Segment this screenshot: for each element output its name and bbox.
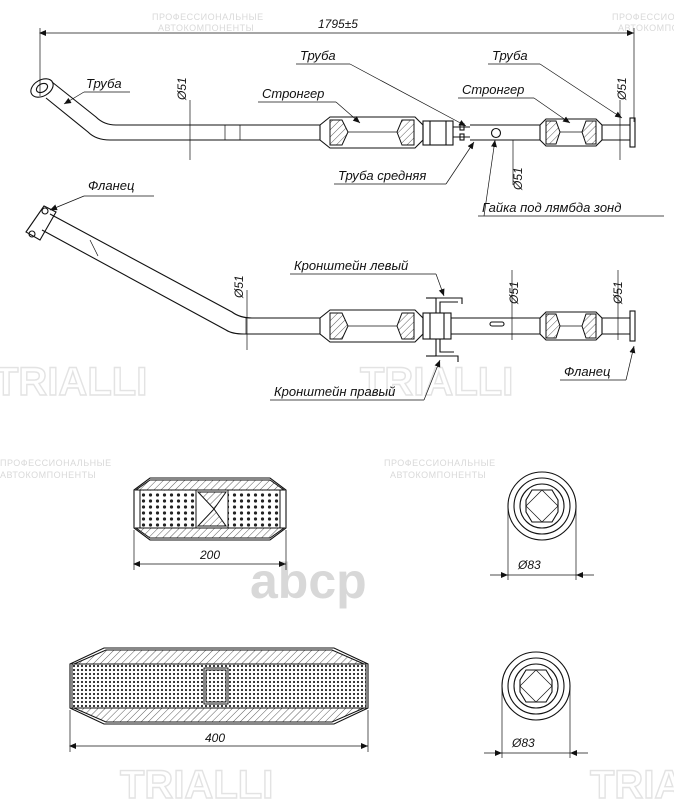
watermark-logo: abcp (250, 553, 367, 609)
top-view: 1795±5 (30, 17, 664, 217)
watermark-brand: TRIALLI (590, 763, 674, 800)
diameter-dimension: Ø51 (611, 281, 625, 305)
outlet-pipe (602, 117, 636, 148)
stronger-left (319, 116, 424, 149)
label-middle-pipe: Труба средняя (338, 168, 426, 183)
label-pipe-right: Труба (492, 48, 528, 63)
watermark-text: ПРОФЕССИОНАЛЬНЫЕ (612, 12, 674, 22)
watermark-brand: TRIALLI (0, 360, 147, 404)
watermark-text: АВТОКОМПОНЕНТЫ (0, 470, 96, 480)
diameter-dimension: Ø83 (511, 736, 535, 750)
inlet-flange (25, 205, 57, 241)
detail-stronger-200: 200 Ø83 (133, 471, 594, 580)
label-lambda-nut: Гайка под лямбда зонд (482, 200, 621, 215)
mid-joint (422, 120, 470, 146)
label-bracket-left: Кронштейн левый (294, 258, 408, 273)
middle-pipe (470, 124, 540, 141)
brackets (422, 297, 463, 362)
watermark-text: ПРОФЕССИОНАЛЬНЫЕ (0, 458, 112, 468)
stronger-right (539, 118, 603, 147)
overall-length-dimension: 1795±5 (318, 17, 358, 31)
diameter-dimension: Ø51 (615, 77, 629, 101)
length-dimension: 400 (205, 731, 225, 745)
watermark-group: ПРОФЕССИОНАЛЬНЫЕ АВТОКОМПОНЕНТЫ ПРОФЕССИ… (0, 12, 674, 800)
watermark-text: АВТОКОМПОНЕНТЫ (390, 470, 486, 480)
watermark-brand: TRIALLI (120, 763, 273, 800)
diameter-dimension: Ø51 (175, 77, 189, 101)
watermark-text: ПРОФЕССИОНАЛЬНЫЕ (152, 12, 264, 22)
label-pipe-left: Труба (86, 76, 122, 91)
inlet-pipe (30, 78, 320, 141)
label-flange-right: Фланец (564, 364, 610, 379)
watermark-text: АВТОКОМПОНЕНТЫ (158, 23, 254, 33)
length-dimension: 200 (199, 548, 220, 562)
diameter-dimension: Ø83 (517, 558, 541, 572)
label-bracket-right: Кронштейн правый (274, 384, 395, 399)
diameter-dimension: Ø51 (507, 281, 521, 305)
diameter-dimension: Ø51 (232, 275, 246, 299)
watermark-text: ПРОФЕССИОНАЛЬНЫЕ (384, 458, 496, 468)
label-stronger-left: Стронгер (262, 86, 324, 101)
watermark-text: АВТОКОМПОНЕНТЫ (618, 23, 674, 33)
side-view: Ø51 Ø51 Ø51 Фланец Кронштейн левый Кронш… (25, 178, 636, 401)
label-pipe-mid: Труба (300, 48, 336, 63)
label-stronger-right: Стронгер (462, 82, 524, 97)
label-flange-left: Фланец (88, 178, 134, 193)
detail-stronger-400: 400 Ø83 (69, 647, 588, 758)
diameter-dimension: Ø51 (511, 167, 525, 191)
